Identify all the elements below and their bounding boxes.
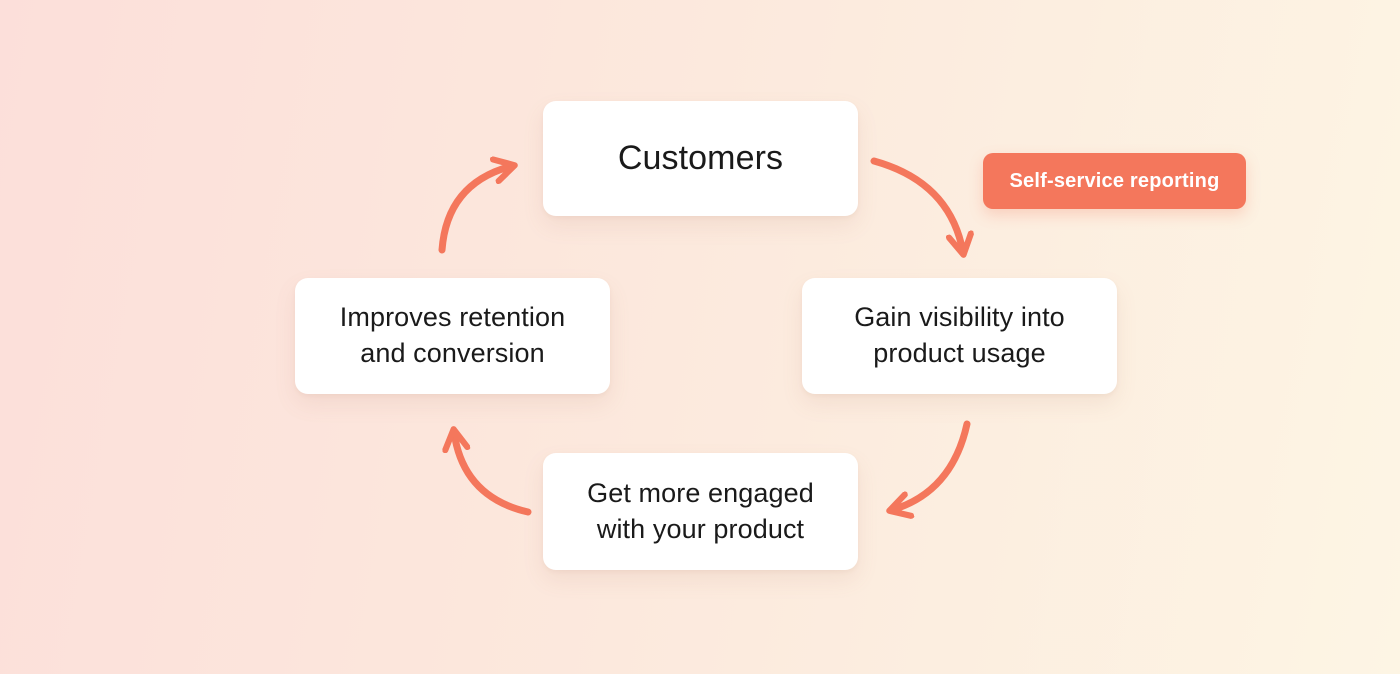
node-gain-visibility: Gain visibility into product usage xyxy=(802,278,1117,394)
node-customers-label: Customers xyxy=(617,138,784,177)
self-service-reporting-badge: Self-service reporting xyxy=(983,153,1246,209)
node-improves-retention: Improves retention and conversion xyxy=(295,278,610,394)
arrow-visibility-to-engaged-icon xyxy=(892,420,971,510)
node-customers: Customers xyxy=(543,101,858,216)
node-improves-retention-label: Improves retention and conversion xyxy=(339,302,566,368)
node-gain-visibility-label: Gain visibility into product usage xyxy=(854,302,1065,368)
arrow-retention-to-customers-icon xyxy=(438,166,512,254)
self-service-reporting-badge-label: Self-service reporting xyxy=(1009,169,1220,192)
arrow-customers-to-visibility-icon xyxy=(870,157,963,252)
arrow-engaged-to-retention-icon xyxy=(454,432,532,516)
node-get-engaged-label: Get more engaged with your product xyxy=(587,477,814,544)
node-get-engaged: Get more engaged with your product xyxy=(543,453,858,570)
